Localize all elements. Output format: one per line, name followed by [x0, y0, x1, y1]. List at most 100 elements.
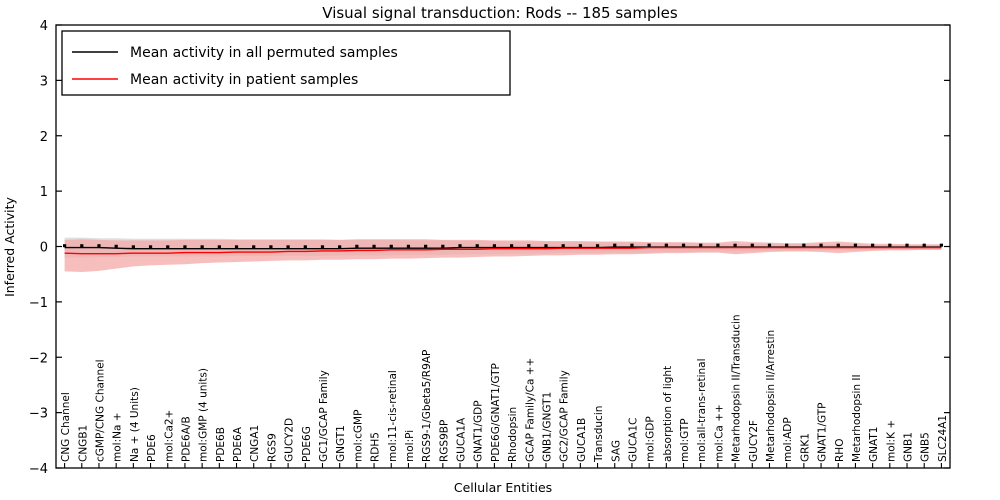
marker-point — [630, 243, 634, 247]
x-tick-label: SAG — [610, 440, 622, 462]
x-tick-label: mol:11-cis-retinal — [387, 370, 399, 462]
marker-point — [62, 244, 67, 248]
x-tick-label: mol:cGMP — [352, 410, 364, 462]
marker-point — [767, 243, 772, 247]
y-tick-label: −2 — [29, 351, 48, 366]
x-tick-label: Metarhodopsin II/Transducin — [731, 314, 743, 462]
x-tick-label: RHO — [834, 439, 846, 462]
marker-point — [441, 244, 445, 248]
x-tick-label: GNB5 — [920, 432, 932, 462]
chart-legend[interactable]: Mean activity in all permuted samples Me… — [61, 30, 511, 96]
marker-point — [647, 243, 651, 247]
y-tick-label: 2 — [40, 130, 48, 145]
x-tick-label: PDE6A/B — [180, 416, 192, 462]
marker-point — [200, 245, 204, 249]
marker-point — [836, 243, 840, 247]
marker-point — [716, 243, 720, 247]
marker-point — [888, 243, 892, 247]
marker-point — [114, 244, 118, 248]
marker-point — [355, 244, 359, 248]
marker-point — [699, 243, 703, 247]
x-tick-label: GUCA1C — [627, 418, 639, 462]
marker-point — [372, 244, 376, 248]
marker-point — [80, 244, 84, 248]
x-tick-label: CNGB1 — [77, 425, 89, 462]
x-tick-label: Metarhodopsin II — [851, 374, 863, 462]
x-tick-label: GUCY2F — [748, 420, 760, 462]
x-tick-label: PDE6A — [232, 426, 244, 462]
y-tick-label: −3 — [29, 407, 48, 422]
marker-point — [853, 243, 858, 247]
x-tick-label: CNGA1 — [249, 425, 261, 462]
marker-point — [406, 244, 411, 248]
marker-point — [338, 245, 342, 249]
marker-point — [97, 244, 101, 248]
x-tick-label: GC2/GCAP Family — [559, 370, 571, 462]
marker-point — [166, 245, 170, 249]
x-tick-label: GNAT1 — [868, 427, 880, 462]
marker-point — [595, 244, 600, 248]
marker-point — [871, 243, 875, 247]
x-tick-label: GUCY2D — [284, 418, 296, 462]
marker-point — [148, 245, 153, 249]
x-tick-label: mol:GTP — [679, 418, 691, 462]
x-tick-label: SLC24A1 — [937, 415, 949, 462]
x-tick-label: GUCA1B — [576, 418, 588, 462]
marker-point — [785, 243, 789, 247]
marker-point — [939, 243, 944, 247]
legend-label-permuted: Mean activity in all permuted samples — [130, 45, 398, 61]
x-tick-label: GNB1/GNGT1 — [541, 392, 553, 462]
marker-point — [509, 244, 514, 248]
x-tick-label: GCAP Family/Ca ++ — [524, 358, 536, 462]
x-tick-label: RGS9-1/Gbeta5/R9AP — [421, 350, 433, 462]
legend-box — [61, 30, 511, 96]
x-tick-label: mol:all-trans-retinal — [696, 358, 708, 462]
x-tick-label: mol:GDP — [645, 416, 657, 462]
x-tick-label: GNAT1/GTP — [817, 403, 829, 463]
marker-point — [544, 244, 548, 248]
y-tick-label: −4 — [29, 462, 48, 477]
marker-point — [578, 244, 582, 248]
marker-point — [613, 243, 617, 247]
legend-label-patient: Mean activity in patient samples — [130, 72, 358, 88]
marker-point — [234, 245, 239, 249]
marker-point — [475, 244, 479, 248]
y-tick-label: 1 — [40, 185, 48, 200]
marker-point — [681, 243, 686, 247]
x-tick-label: GRK1 — [799, 433, 811, 462]
marker-point — [269, 245, 273, 249]
plot-frame — [55, 24, 951, 469]
x-tick-label: cGMP/CNG Channel — [94, 359, 106, 462]
x-tick-label: RGS9 — [266, 433, 278, 462]
x-tick-label: mol:Na + — [112, 412, 124, 462]
marker-point — [802, 243, 806, 247]
line-patient — [64, 246, 942, 255]
y-tick-label: 4 — [40, 19, 48, 34]
y-axis-label: Inferred Activity — [2, 196, 17, 296]
x-tick-label: PDE6 — [146, 434, 158, 462]
x-tick-label: Transducin — [593, 406, 605, 463]
marker-point — [905, 243, 909, 247]
y-tick-label: 3 — [40, 74, 48, 89]
marker-point — [424, 244, 428, 248]
x-tick-label: mol:ADP — [782, 417, 794, 462]
marker-point — [750, 243, 754, 247]
marker-point — [320, 245, 325, 249]
marker-point — [252, 245, 256, 249]
x-tick-label: mol:K + — [885, 420, 897, 462]
marker-point — [286, 245, 290, 249]
marker-point — [922, 243, 926, 247]
marker-point — [527, 244, 531, 248]
x-tick-label: Metarhodopsin II/Arrestin — [765, 330, 777, 462]
chart-title: Visual signal transduction: Rods -- 185 … — [322, 4, 678, 22]
x-tick-label: GUCA1A — [456, 417, 468, 462]
marker-point — [664, 243, 668, 247]
x-tick-label: GNGT1 — [335, 425, 347, 462]
x-tick-label: PDE6G — [301, 426, 313, 462]
y-tick-label: −1 — [29, 296, 48, 311]
x-tick-label: PDE6G/GNAT1/GTP — [490, 363, 502, 462]
x-tick-label: mol:GMP (4 units) — [198, 368, 210, 462]
